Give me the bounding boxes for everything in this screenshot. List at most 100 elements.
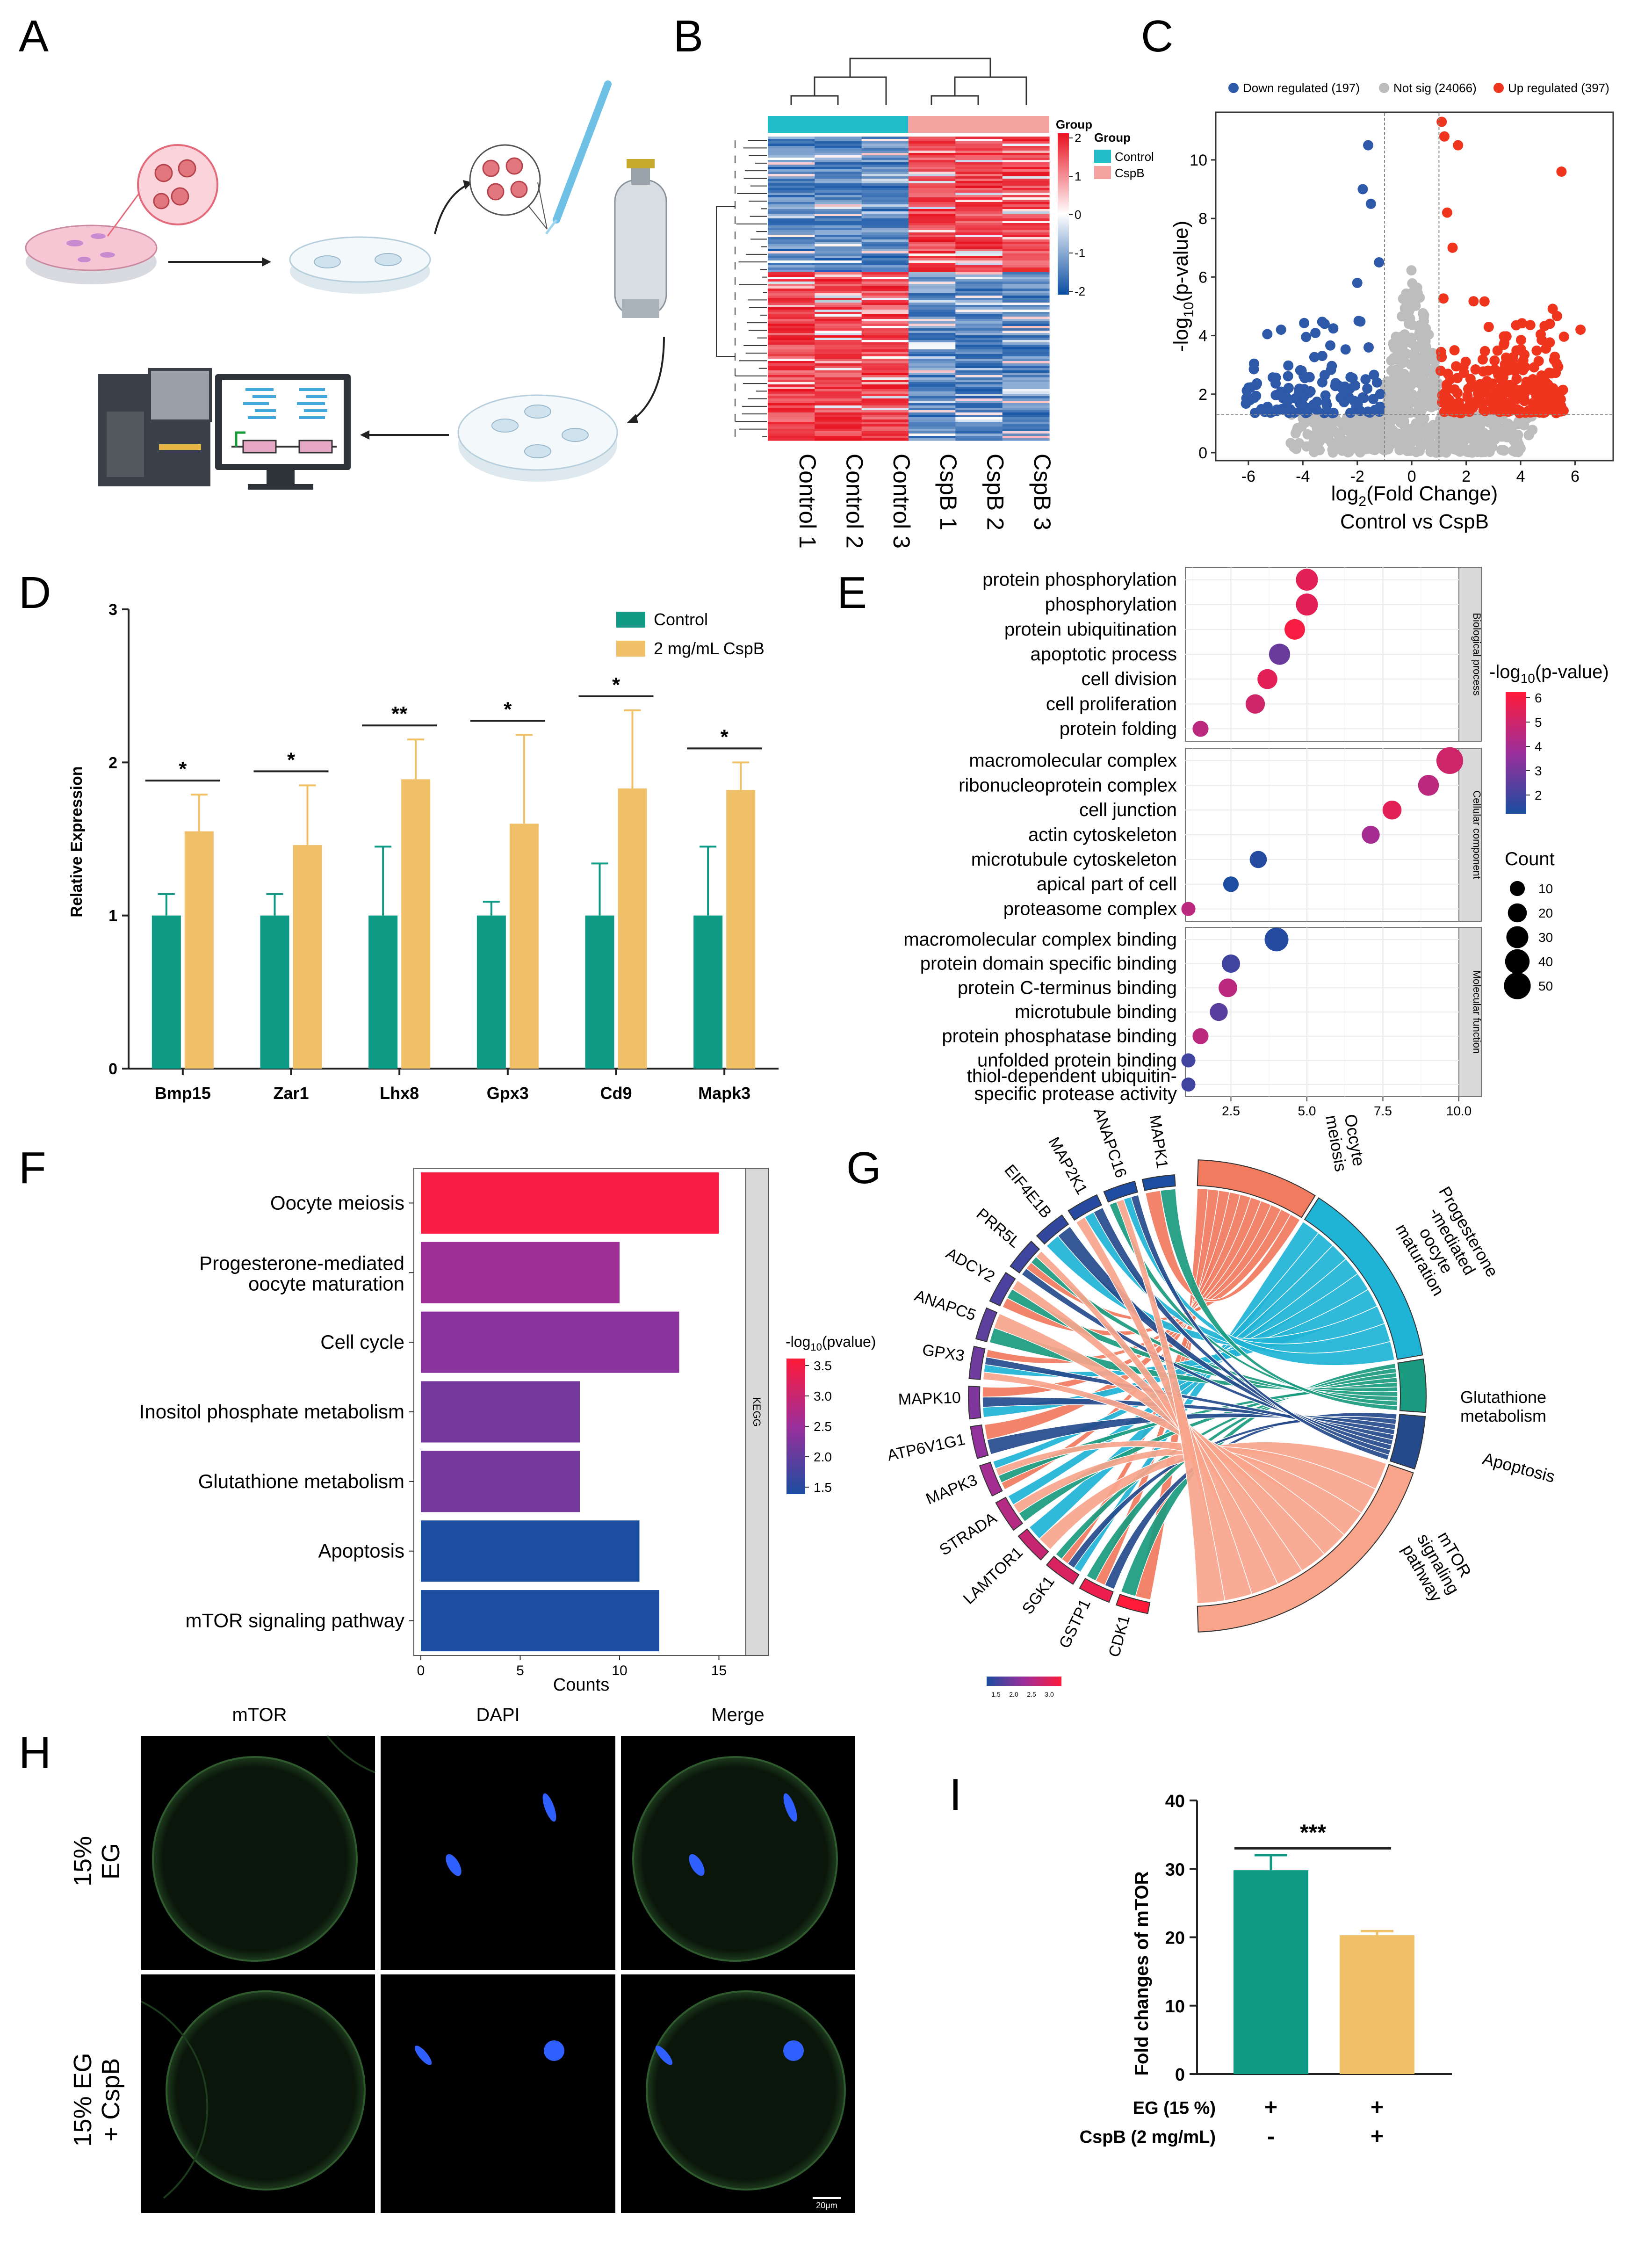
- heatmap-cell: [1002, 338, 1050, 340]
- heatmap-cell: [815, 167, 862, 170]
- d-x-tick-label: Lhx8: [380, 1084, 419, 1103]
- heatmap-cell: [815, 380, 862, 383]
- heatmap-cell: [861, 384, 909, 387]
- heatmap-cell: [861, 391, 909, 394]
- group-legend-label-control: Control: [1115, 150, 1154, 164]
- volcano-point-up: [1541, 343, 1551, 354]
- heatmap-cell: [955, 160, 1003, 163]
- heatmap-cell: [861, 260, 909, 263]
- heatmap-cell: [861, 438, 909, 441]
- heatmap-cell: [861, 340, 909, 343]
- heatmap-cell: [1002, 179, 1050, 181]
- volcano-point-down: [1362, 383, 1373, 394]
- heatmap-cell: [768, 197, 815, 200]
- heatmap-cell: [815, 361, 862, 364]
- f-x-tick-label: 0: [417, 1663, 425, 1678]
- heatmap-cell: [909, 354, 956, 357]
- d-sig-mark: *: [612, 673, 620, 696]
- e-term-label: proteasome complex: [1003, 899, 1177, 919]
- heatmap-cell: [909, 405, 956, 408]
- heatmap-cell: [1002, 230, 1050, 233]
- monitor-icon: [215, 374, 351, 490]
- heatmap-cell: [768, 427, 815, 429]
- f-color-tick-label: 1.5: [814, 1480, 832, 1495]
- heatmap-cell: [861, 207, 909, 210]
- e-color-tick-label: 3: [1535, 764, 1542, 778]
- heatmap-cell: [768, 249, 815, 252]
- volcano-point-down: [1268, 372, 1278, 383]
- heatmap-cell: [768, 345, 815, 347]
- heatmap-cell: [861, 361, 909, 364]
- heatmap-cell: [955, 195, 1003, 198]
- heatmap-cell: [1002, 410, 1050, 413]
- heatmap-cell: [861, 289, 909, 291]
- heatmap-cell: [1002, 239, 1050, 242]
- heatmap-cell: [768, 412, 815, 415]
- heatmap-cell: [768, 148, 815, 151]
- heatmap-cell: [815, 298, 862, 301]
- e-bubble: [1257, 669, 1277, 689]
- volcano-point-up: [1436, 352, 1447, 362]
- heatmap-cell: [955, 398, 1003, 401]
- heatmap-cell: [1002, 148, 1050, 151]
- heatmap-cell: [955, 144, 1003, 146]
- heatmap-cell: [768, 258, 815, 261]
- heatmap-cell: [768, 160, 815, 163]
- volcano-point-notsig: [1472, 447, 1483, 457]
- heatmap-cell: [815, 165, 862, 167]
- g-scale-tick-label: 1.5: [991, 1691, 1001, 1698]
- heatmap-cell: [1002, 310, 1050, 312]
- e-bubble: [1192, 721, 1209, 737]
- heatmap-cell: [861, 204, 909, 207]
- heatmap-cell: [861, 303, 909, 305]
- volcano-point-notsig: [1285, 438, 1296, 448]
- volcano-point-notsig: [1406, 265, 1417, 276]
- heatmap-cell: [909, 235, 956, 238]
- heatmap-cell: [861, 284, 909, 287]
- heatmap-cell: [955, 204, 1003, 207]
- heatmap-cell: [768, 303, 815, 305]
- heatmap-cell: [861, 326, 909, 329]
- heatmap-cell: [768, 408, 815, 411]
- heatmap-cell: [815, 204, 862, 207]
- heatmap-cell: [768, 242, 815, 245]
- heatmap-cell: [1002, 366, 1050, 369]
- heatmap-cell: [1002, 186, 1050, 188]
- heatmap-cell: [815, 370, 862, 373]
- heatmap-cell: [1002, 424, 1050, 427]
- heatmap-cell: [1002, 387, 1050, 390]
- g-gene-arc: [1079, 1577, 1114, 1603]
- e-size-legend-dot: [1509, 881, 1525, 896]
- e-x-tick-label: 10.0: [1446, 1104, 1472, 1118]
- volcano-point-down: [1299, 318, 1310, 328]
- e-bubble: [1264, 927, 1289, 952]
- heatmap-cell: [768, 183, 815, 186]
- volcano-point-up: [1551, 311, 1562, 321]
- heatmap-cell: [861, 291, 909, 294]
- e-x-tick-label: 2.5: [1222, 1104, 1240, 1118]
- heatmap-cell: [955, 183, 1003, 186]
- heatmap-cell: [909, 370, 956, 373]
- volcano-point-notsig: [1411, 418, 1421, 429]
- heatmap-cell: [815, 394, 862, 397]
- f-x-tick-label: 10: [612, 1663, 627, 1678]
- heatmap-cell: [815, 153, 862, 156]
- h-image-grid: 20μm: [141, 1735, 855, 2213]
- volcano-point-down: [1305, 386, 1316, 397]
- heatmap-cell: [955, 228, 1003, 231]
- heatmap-cell: [768, 354, 815, 357]
- heatmap-cell: [815, 307, 862, 310]
- heatmap-cell: [955, 188, 1003, 191]
- e-color-tick-label: 2: [1535, 788, 1542, 802]
- heatmap-cell: [955, 214, 1003, 217]
- heatmap-cell: [909, 415, 956, 418]
- heatmap-cell: [909, 328, 956, 331]
- e-bubble: [1210, 1003, 1228, 1021]
- volcano-point-up: [1519, 394, 1529, 405]
- heatmap-cell: [861, 424, 909, 427]
- heatmap-cell: [955, 139, 1003, 142]
- heatmap-cell: [1002, 342, 1050, 345]
- d-bar-control: [585, 915, 614, 1069]
- heatmap-cell: [815, 300, 862, 303]
